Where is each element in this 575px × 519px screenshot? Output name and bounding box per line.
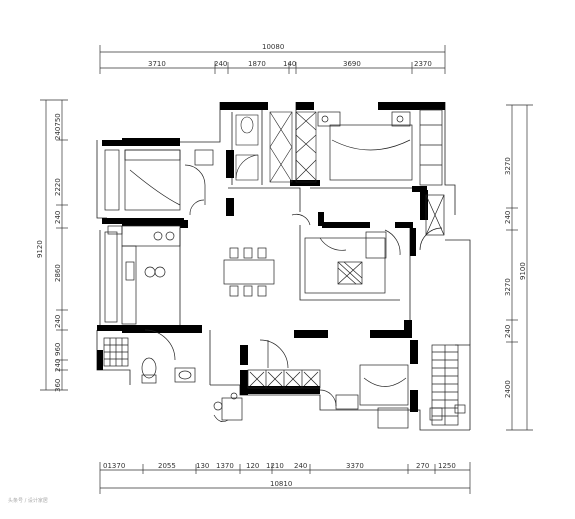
- left-seg-3: 240: [54, 211, 62, 224]
- right-seg-1: 3270: [504, 157, 512, 175]
- top-seg-3: 1870: [248, 60, 266, 68]
- left-seg-6: 960: [54, 343, 62, 356]
- left-seg-4: 2860: [54, 264, 62, 282]
- bottom-seg-2: 2055: [158, 462, 176, 470]
- bottom-total-label: 10810: [270, 480, 292, 488]
- bottom-seg-9: 270: [416, 462, 429, 470]
- left-seg-8: 360: [54, 379, 62, 392]
- bottom-seg-6: 1210: [266, 462, 284, 470]
- bottom-bedroom: [247, 339, 409, 429]
- top-seg-4: 140: [283, 60, 296, 68]
- kitchen: [104, 225, 181, 325]
- top-seg-5: 3690: [343, 60, 361, 68]
- closets: [235, 111, 317, 183]
- left-seg-7: 240: [54, 359, 62, 372]
- left-seg-2: 2220: [54, 178, 62, 196]
- bottom-seg-7: 240: [294, 462, 307, 470]
- thick-walls: [97, 102, 445, 412]
- right-seg-2: 240: [504, 211, 512, 224]
- bottom-seg-8: 3370: [346, 462, 364, 470]
- top-seg-2: 240: [214, 60, 227, 68]
- bottom-seg-3: 130: [196, 462, 209, 470]
- watermark: 头条号 / 设计家居: [8, 497, 48, 504]
- bottom-seg-1: 01370: [103, 462, 125, 470]
- bottom-seg-10: 1250: [438, 462, 456, 470]
- left-dimension-lines: [40, 99, 68, 391]
- right-total-label: 9100: [519, 262, 527, 280]
- right-seg-3: 3270: [504, 278, 512, 296]
- bottom-seg-4: 1370: [216, 462, 234, 470]
- study-room: [291, 214, 401, 294]
- left-seg-5: 240: [54, 315, 62, 328]
- left-total-label: 9120: [36, 240, 44, 258]
- top-total-label: 10080: [262, 43, 284, 51]
- right-seg-5: 2400: [504, 380, 512, 398]
- thin-walls: [96, 102, 471, 431]
- top-seg-6: 2370: [414, 60, 432, 68]
- master-bedroom: [317, 109, 443, 186]
- top-seg-1: 3710: [148, 60, 166, 68]
- entry-furniture: [213, 392, 243, 422]
- right-seg-4: 240: [504, 325, 512, 338]
- dining-table: [223, 247, 275, 297]
- right-dimension-lines: [506, 104, 533, 431]
- bathroom: [103, 329, 196, 384]
- secondary-bedroom: [104, 149, 214, 216]
- bottom-seg-5: 120: [246, 462, 259, 470]
- bottom-dimension-lines: [99, 462, 471, 494]
- balcony-stairs: [419, 194, 466, 426]
- top-dimension-lines: [99, 45, 446, 74]
- left-seg-1: 240750: [54, 113, 62, 140]
